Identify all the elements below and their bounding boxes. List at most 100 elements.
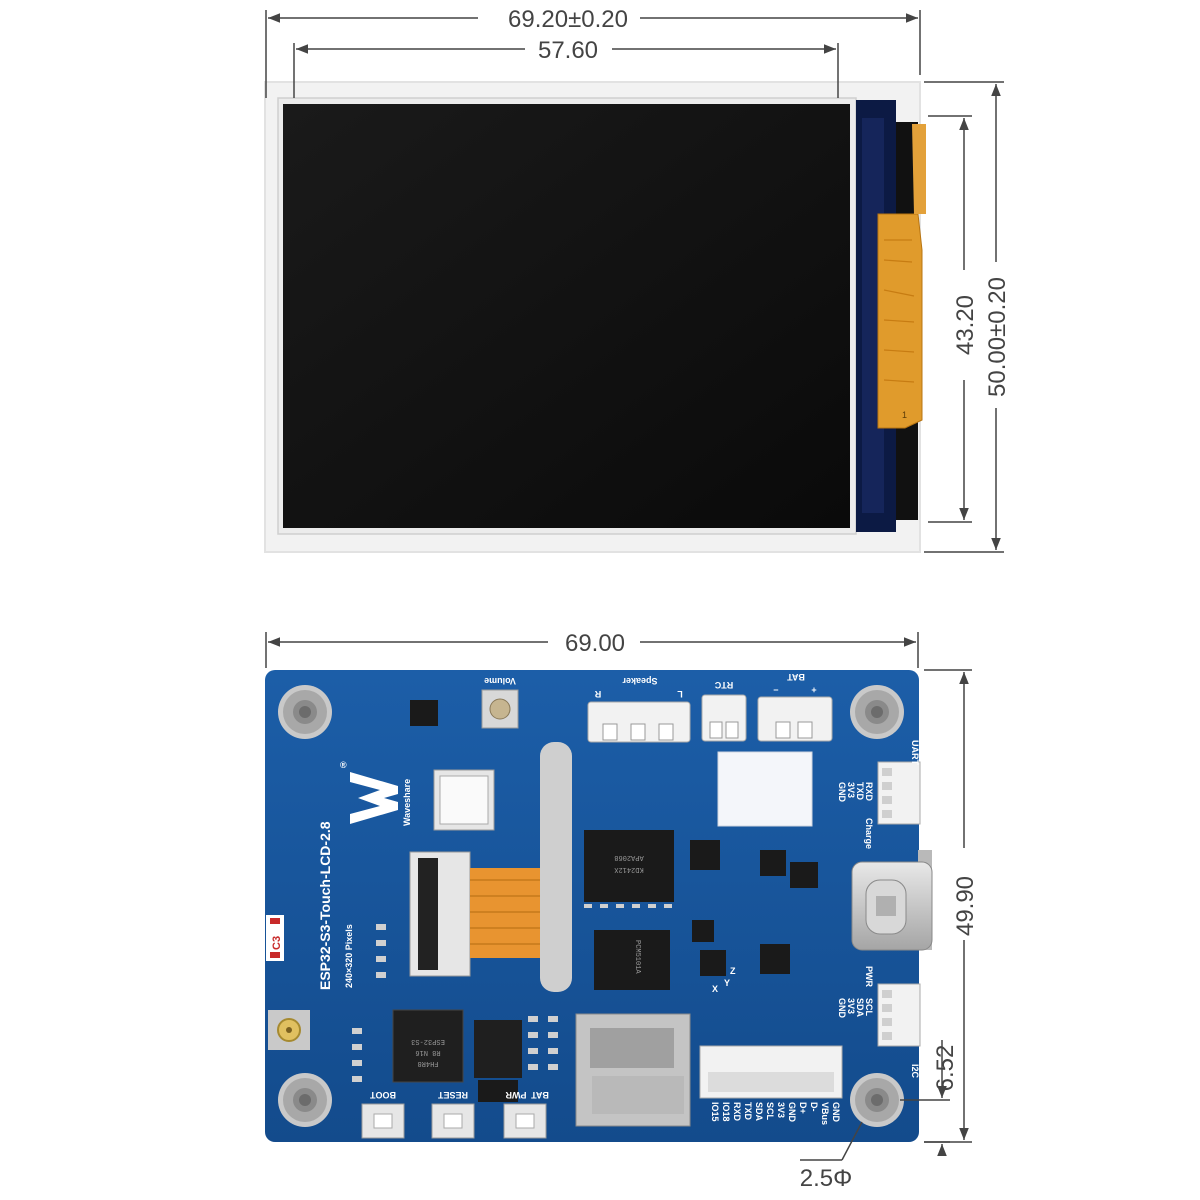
- svg-text:RXD: RXD: [732, 1102, 742, 1122]
- outer-width-label: 69.20±0.20: [508, 6, 628, 33]
- fpc-traces: [883, 239, 915, 383]
- bat-button-label: BAT: [531, 1090, 549, 1100]
- board-height-label: 49.90: [952, 876, 979, 936]
- svg-text:SDA: SDA: [754, 1102, 764, 1122]
- bat-plus-label: +: [811, 685, 816, 695]
- usb-c-port[interactable]: [851, 861, 933, 951]
- bottom-view: 69.00 Waveshare ® E: [265, 630, 979, 1192]
- svg-text:RXD: RXD: [864, 782, 874, 802]
- imu-axes-labels: X Y Z: [712, 966, 736, 994]
- svg-text:SCL: SCL: [864, 998, 874, 1017]
- uart-connector[interactable]: [877, 761, 921, 825]
- dim-i2c-offset: 6.52: [900, 1040, 959, 1156]
- esp32-chip: ESP32-S3 R8 N16 FH4R8: [392, 1009, 464, 1083]
- bat-label: BAT: [787, 672, 805, 682]
- fpc-pin-mark: 1: [902, 410, 907, 420]
- speaker-r-label: R: [594, 689, 601, 699]
- i2c-offset-label: 6.52: [932, 1045, 959, 1092]
- mounting-holes: [278, 685, 904, 1127]
- uart-label: UART: [910, 740, 920, 765]
- boot-label: BOOT: [369, 1090, 396, 1100]
- bat-minus-label: −: [773, 685, 778, 695]
- svg-text:X: X: [712, 984, 718, 994]
- svg-text:Z: Z: [730, 966, 736, 976]
- i2c-connector[interactable]: [877, 983, 921, 1047]
- svg-text:VBus: VBus: [820, 1102, 830, 1125]
- svg-text:D+: D+: [798, 1102, 808, 1114]
- svg-text:R8 N16: R8 N16: [415, 1048, 440, 1056]
- speaker-label: Speaker: [622, 676, 658, 686]
- svg-text:GND: GND: [837, 782, 847, 803]
- top-view: 1 69.20±0.20 57.60 43.20: [264, 6, 1011, 553]
- dim-outer-height: 50.00±0.20: [924, 81, 1011, 553]
- svg-text:GND: GND: [837, 998, 847, 1019]
- svg-text:3V3: 3V3: [846, 998, 856, 1014]
- svg-text:IO15: IO15: [710, 1102, 720, 1122]
- volume-label: Volume: [484, 676, 516, 686]
- svg-text:FH4R8: FH4R8: [417, 1059, 438, 1067]
- dim-active-width: 57.60: [293, 37, 839, 98]
- codec-chip: PCM5101A: [594, 930, 670, 990]
- reset-button[interactable]: [431, 1103, 475, 1139]
- passive-components: [352, 904, 672, 1082]
- rtc-connector[interactable]: [701, 694, 747, 742]
- svg-text:3V3: 3V3: [846, 782, 856, 798]
- fpc-flex-top: [912, 124, 926, 214]
- svg-text:D-: D-: [809, 1102, 819, 1112]
- i2c-label: I2C: [910, 1064, 920, 1079]
- dim-outer-width: 69.20±0.20: [265, 6, 921, 98]
- outer-height-label: 50.00±0.20: [984, 277, 1011, 397]
- board-width-label: 69.00: [565, 630, 625, 657]
- svg-text:PCM5101A: PCM5101A: [633, 940, 641, 974]
- svg-text:ESP32-S3: ESP32-S3: [411, 1037, 445, 1045]
- mounting-hole-tr: [850, 685, 904, 739]
- svg-text:Y: Y: [724, 978, 730, 988]
- mounting-hole-bl: [278, 1073, 332, 1127]
- dim-hole-diameter: 2.5Φ: [800, 1121, 863, 1192]
- hole-diameter-label: 2.5Φ: [800, 1165, 853, 1192]
- svg-text:KD2412X: KD2412X: [613, 865, 643, 873]
- active-height-label: 43.20: [952, 295, 979, 355]
- reset-label: RESET: [437, 1090, 468, 1100]
- svg-text:3V3: 3V3: [776, 1102, 786, 1118]
- resolution-label: 240×320 Pixels: [344, 924, 354, 988]
- svg-text:GND: GND: [787, 1102, 797, 1123]
- pcb-slot: [540, 742, 572, 992]
- pin-header-connector[interactable]: [699, 1045, 843, 1099]
- light-window: [717, 751, 813, 827]
- battery-connector[interactable]: [757, 696, 833, 742]
- speaker-connector[interactable]: [587, 701, 691, 743]
- mounting-hole-tl: [278, 685, 332, 739]
- header-pin-labels: IO15 IO18 RXD TXD SDA SCL 3V3 GND D+ D- …: [710, 1102, 841, 1125]
- volume-knob[interactable]: [481, 689, 519, 729]
- waveshare-logo: [350, 772, 398, 824]
- c3-label: C3: [271, 936, 283, 950]
- svg-text:TXD: TXD: [743, 1102, 753, 1121]
- svg-text:GND: GND: [831, 1102, 841, 1123]
- boot-button[interactable]: [361, 1103, 405, 1139]
- i2c-pin-labels: SCL SDA 3V3 GND: [837, 998, 874, 1019]
- rtc-label: RTC: [714, 680, 733, 690]
- svg-text:SCL: SCL: [765, 1102, 775, 1121]
- brand-label: Waveshare: [402, 779, 412, 826]
- amp-chip: APA2068 KD2412X: [584, 830, 674, 902]
- active-width-label: 57.60: [538, 37, 598, 64]
- dim-active-height: 43.20: [928, 115, 979, 523]
- product-name: ESP32-S3-Touch-LCD-2.8: [317, 821, 333, 990]
- dim-board-width: 69.00: [265, 630, 919, 668]
- sd-card-slot[interactable]: [575, 1013, 691, 1127]
- registered-mark: ®: [340, 760, 347, 770]
- speaker-l-label: L: [677, 689, 683, 699]
- antenna-connector: [268, 1010, 310, 1050]
- uart-pin-labels: RXD TXD 3V3 GND: [837, 782, 874, 803]
- flash-chip: [474, 1020, 522, 1078]
- pwr-button-label: PWR: [505, 1090, 526, 1100]
- charge-label: Charge: [864, 818, 874, 849]
- touch-fpc-connector: [433, 769, 495, 831]
- c3-badge: [266, 915, 284, 961]
- svg-text:APA2068: APA2068: [614, 853, 643, 861]
- svg-text:IO18: IO18: [721, 1102, 731, 1122]
- lcd-active-area: [283, 104, 850, 528]
- power-button[interactable]: [503, 1103, 547, 1139]
